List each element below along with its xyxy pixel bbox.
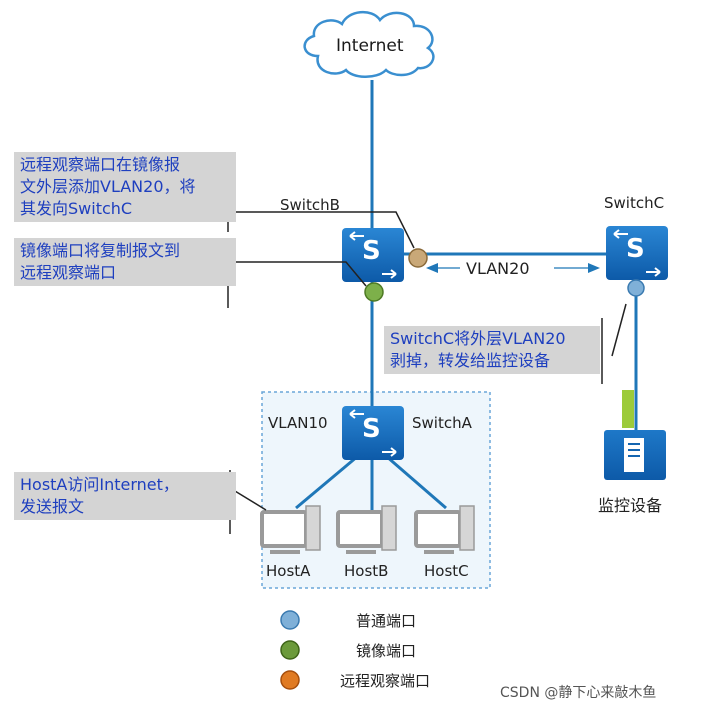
switch-c-icon — [606, 226, 668, 280]
switch-a-icon — [342, 406, 404, 460]
legend-remote-port-label: 远程观察端口 — [340, 672, 431, 690]
callout-pointer-hosta — [229, 487, 267, 511]
switch-b-label: SwitchB — [280, 196, 340, 214]
switch-b-icon — [342, 228, 404, 282]
switch-c-glyph: S — [626, 234, 645, 264]
link-switcha-hosta — [295, 454, 359, 510]
legend-mirror-port-label: 镜像端口 — [356, 642, 417, 660]
switch-a-label: SwitchA — [412, 414, 472, 432]
link-switcha-hostc — [385, 454, 447, 510]
legend-remote-port-icon — [280, 670, 300, 690]
remote-observation-port-icon — [408, 248, 428, 268]
traffic-indicator — [622, 390, 634, 428]
host-b-computer-icon — [336, 505, 397, 554]
host-a-label: HostA — [266, 562, 311, 580]
note-remote-observation-port: 远程观察端口在镜像报 文外层添加VLAN20，将 其发向SwitchC — [14, 152, 236, 222]
watermark: CSDN @静下心来敲木鱼 — [500, 685, 657, 701]
switch-a-glyph: S — [362, 414, 381, 444]
callout-pointer-mirror — [228, 261, 367, 287]
vlan20-label: VLAN20 — [466, 259, 530, 278]
note-switchc-strip-vlan: SwitchC将外层VLAN20 剥掉，转发给监控设备 — [384, 326, 600, 374]
monitoring-device-icon — [604, 430, 666, 480]
vlan10-label: VLAN10 — [268, 414, 328, 432]
mirror-port-icon — [364, 282, 384, 302]
host-c-label: HostC — [424, 562, 469, 580]
note-mirror-port: 镜像端口将复制报文到 远程观察端口 — [14, 238, 236, 286]
callout-pointer-remote — [228, 211, 415, 249]
legend-mirror-port-icon — [280, 640, 300, 660]
switch-c-label: SwitchC — [604, 194, 665, 212]
internet-cloud — [303, 11, 435, 78]
callout-pointer-switchc — [611, 303, 627, 357]
legend-normal-port-icon — [280, 610, 300, 630]
vlan20-arrow — [426, 259, 600, 277]
host-a-computer-icon — [260, 505, 321, 554]
internet-label: Internet — [336, 36, 404, 56]
normal-port-icon — [627, 279, 645, 297]
note-hosta-access: HostA访问Internet， 发送报文 — [14, 472, 236, 520]
switch-b-glyph: S — [362, 236, 381, 266]
host-c-computer-icon — [414, 505, 475, 554]
legend-normal-port-label: 普通端口 — [356, 612, 417, 630]
monitor-device-label: 监控设备 — [598, 496, 663, 515]
host-b-label: HostB — [344, 562, 389, 580]
